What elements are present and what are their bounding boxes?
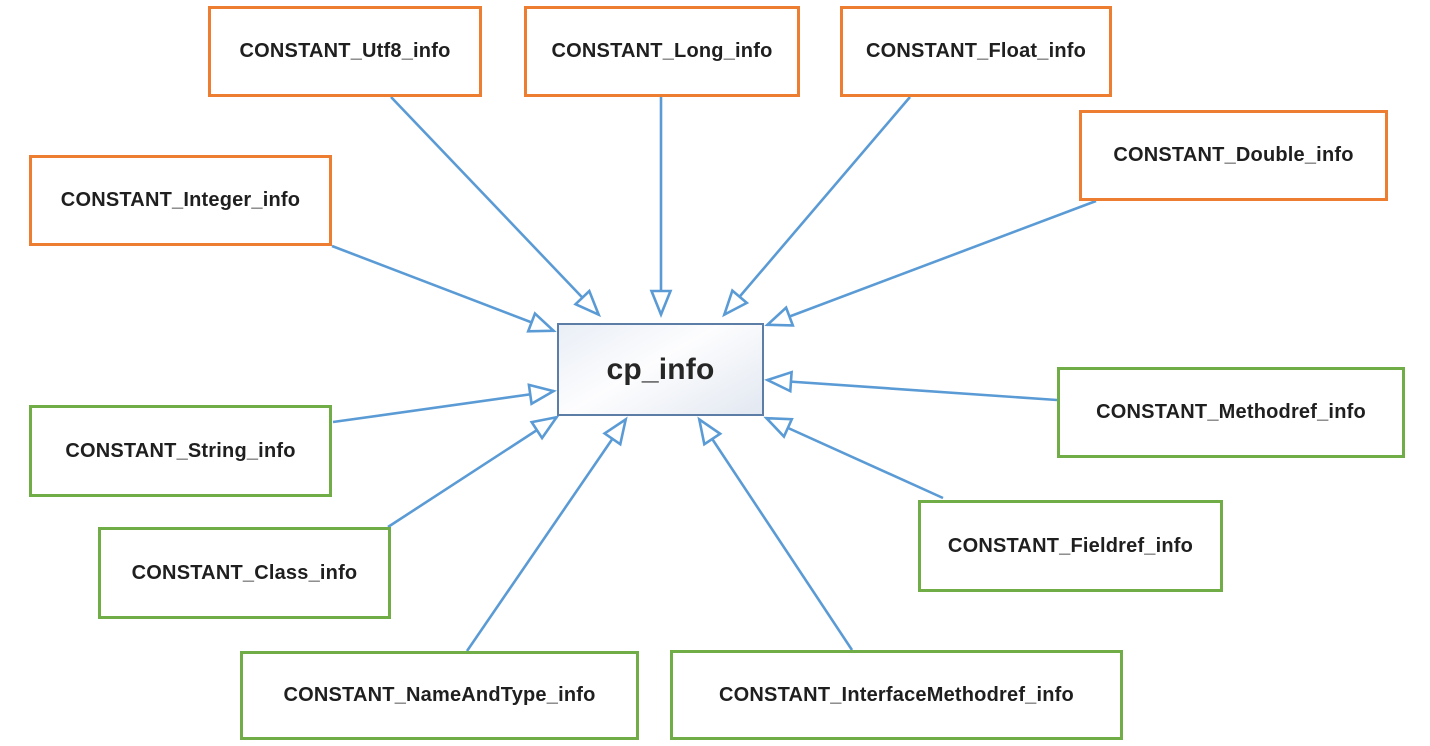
- node-constant-nameandtype-info: CONSTANT_NameAndType_info: [240, 651, 639, 740]
- node-constant-utf8-info: CONSTANT_Utf8_info: [208, 6, 482, 97]
- node-label: CONSTANT_Methodref_info: [1096, 401, 1366, 423]
- node-label: CONSTANT_NameAndType_info: [283, 684, 596, 706]
- edge-methodref-to-cpinfo: [764, 370, 1058, 402]
- node-constant-methodref-info: CONSTANT_Methodref_info: [1057, 367, 1405, 458]
- node-label: CONSTANT_Integer_info: [60, 189, 301, 211]
- node-constant-double-info: CONSTANT_Double_info: [1079, 110, 1388, 201]
- node-constant-float-info: CONSTANT_Float_info: [840, 6, 1112, 97]
- edge-string-to-cpinfo: [332, 383, 557, 424]
- node-label: CONSTANT_Long_info: [551, 40, 773, 62]
- edge-class-to-cpinfo: [387, 415, 560, 529]
- node-constant-fieldref-info: CONSTANT_Fieldref_info: [918, 500, 1223, 592]
- node-label: CONSTANT_Utf8_info: [239, 40, 451, 62]
- edge-nameandtype-to-cpinfo: [465, 416, 628, 652]
- node-label: cp_info: [606, 352, 715, 386]
- edge-integer-to-cpinfo: [331, 244, 557, 333]
- node-label: CONSTANT_String_info: [65, 439, 296, 462]
- node-label: CONSTANT_Class_info: [131, 561, 358, 584]
- edge-double-to-cpinfo: [764, 199, 1097, 327]
- node-constant-interfacemethodref-info: CONSTANT_InterfaceMethodref_info: [670, 650, 1123, 740]
- edge-interfacemethodref-to-cpinfo: [697, 416, 854, 651]
- edge-fieldref-to-cpinfo: [763, 416, 944, 500]
- node-label: CONSTANT_Double_info: [1113, 144, 1354, 166]
- edge-float-to-cpinfo: [722, 96, 911, 318]
- node-cp-info: cp_info: [557, 323, 764, 416]
- node-constant-integer-info: CONSTANT_Integer_info: [29, 155, 332, 246]
- edge-utf8-to-cpinfo: [390, 96, 602, 318]
- node-constant-class-info: CONSTANT_Class_info: [98, 527, 391, 619]
- node-label: CONSTANT_Fieldref_info: [947, 534, 1194, 557]
- node-constant-long-info: CONSTANT_Long_info: [524, 6, 800, 97]
- node-constant-string-info: CONSTANT_String_info: [29, 405, 332, 497]
- node-label: CONSTANT_InterfaceMethodref_info: [719, 683, 1074, 706]
- node-label: CONSTANT_Float_info: [865, 40, 1087, 62]
